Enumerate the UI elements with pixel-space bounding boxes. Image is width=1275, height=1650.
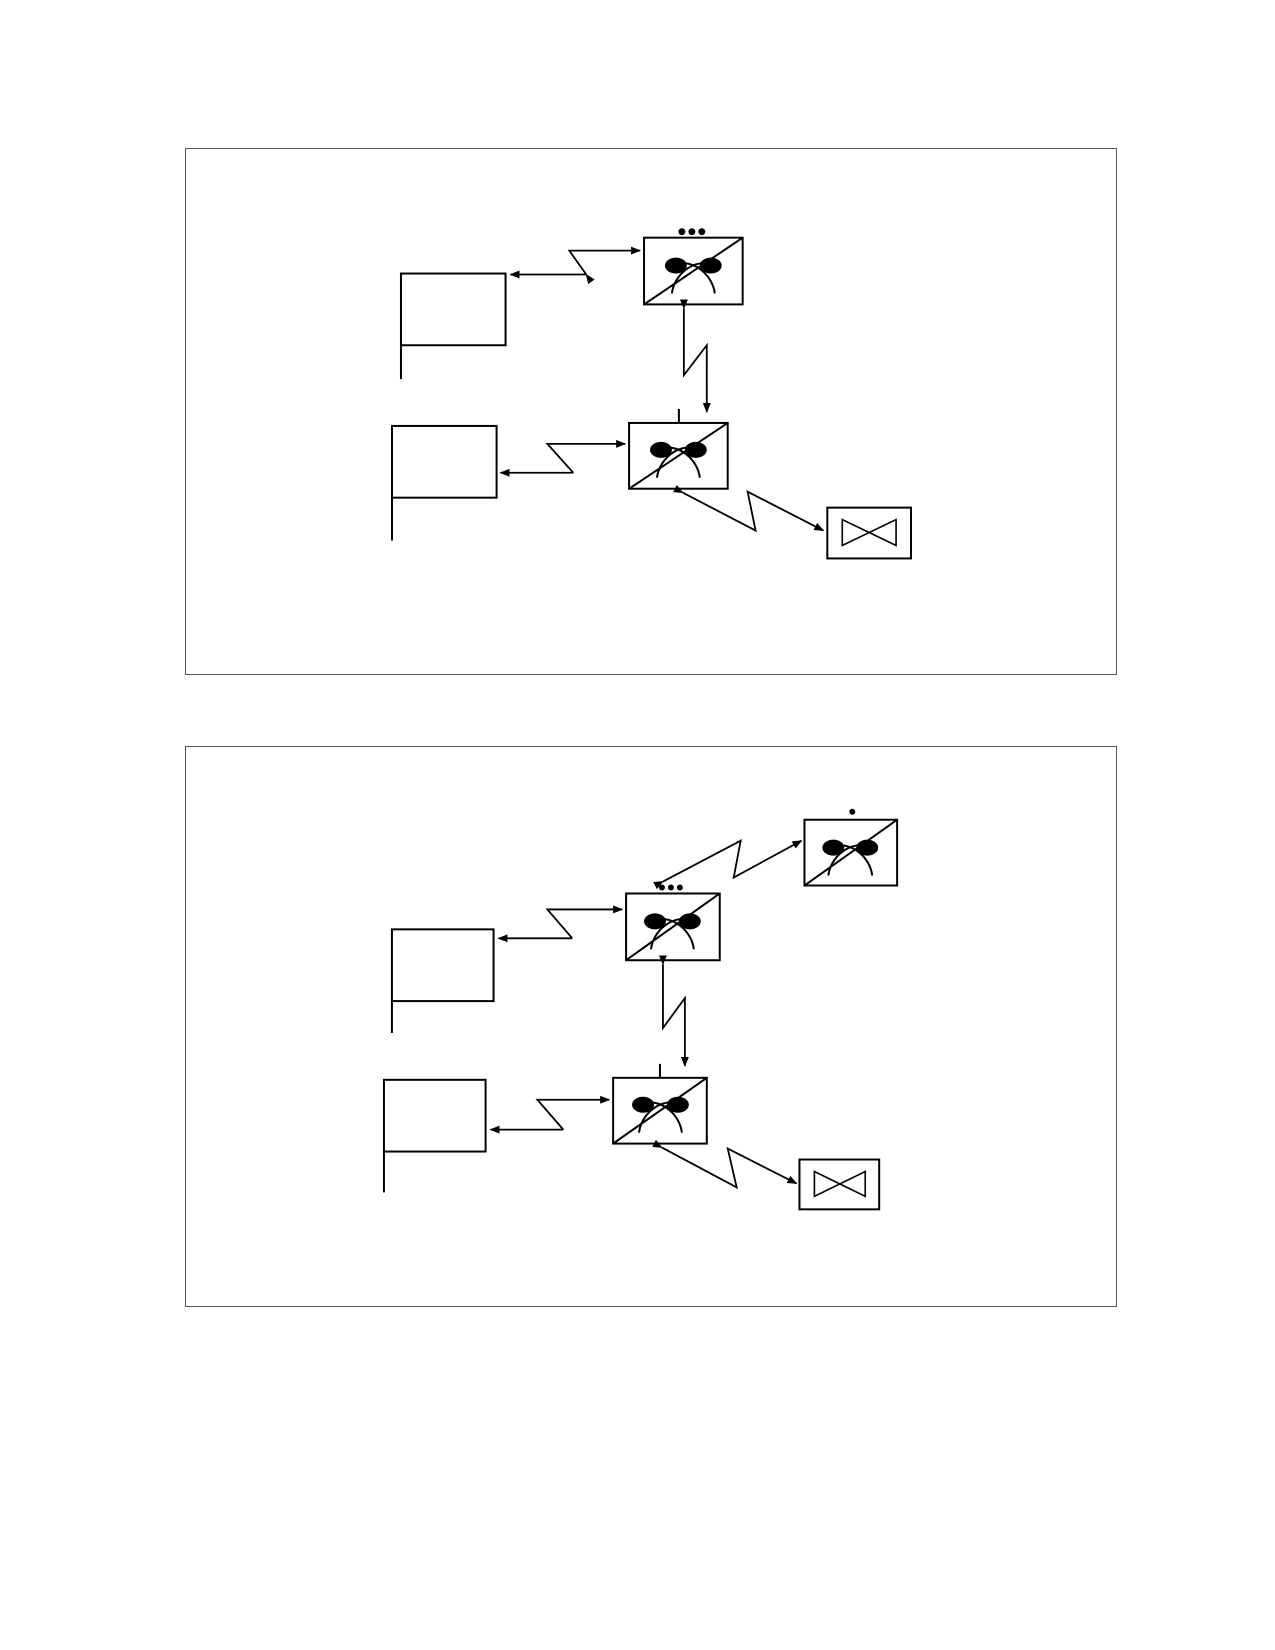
bowtie-icon bbox=[826, 506, 913, 560]
radio-link-bowtie bbox=[652, 1139, 798, 1190]
radio-link-flag-lower-head bbox=[545, 439, 627, 474]
diagram-canvas-1 bbox=[390, 228, 913, 560]
radio-link-flag-upper-head bbox=[545, 905, 624, 939]
diagram-panel-2 bbox=[185, 746, 1117, 1307]
flag-icon-upper bbox=[399, 272, 507, 380]
diagram-panel-1 bbox=[185, 148, 1117, 675]
radio-link-flag-lower-head bbox=[535, 1095, 611, 1131]
radio-link-vertical bbox=[658, 955, 689, 1067]
diagram-canvas-2 bbox=[382, 808, 899, 1211]
radio-link-bowtie bbox=[673, 485, 825, 533]
signal-unit-icon-upper bbox=[643, 228, 744, 306]
radio-link-vertical bbox=[679, 299, 711, 413]
flag-icon-lower bbox=[382, 1078, 487, 1193]
flag-icon-upper bbox=[390, 928, 495, 1033]
signal-unit-icon-upper bbox=[625, 884, 721, 962]
flag-icon-lower bbox=[390, 424, 498, 541]
bowtie-icon bbox=[798, 1158, 881, 1211]
signal-unit-icon-lower bbox=[628, 409, 729, 490]
radio-link-remote bbox=[653, 839, 803, 890]
radio-link-flag-upper bbox=[567, 246, 642, 285]
signal-unit-icon-remote bbox=[803, 808, 899, 887]
signal-unit-icon-lower bbox=[612, 1063, 708, 1145]
